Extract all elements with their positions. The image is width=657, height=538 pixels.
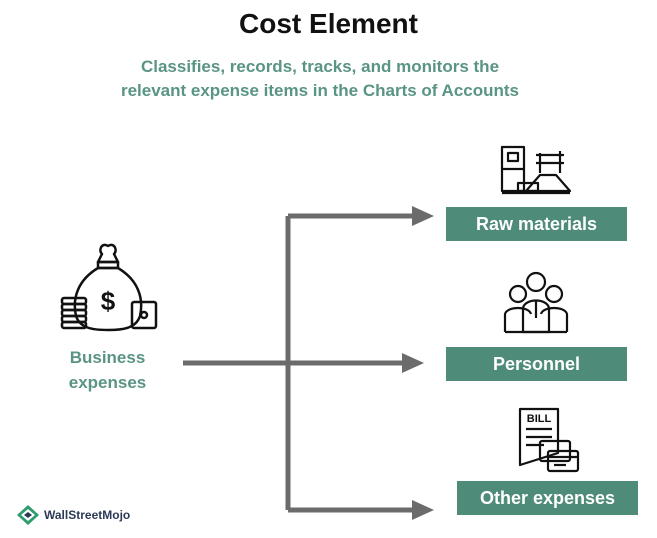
subtitle-line-2: relevant expense items in the Charts of …: [120, 81, 520, 100]
diagram-title: Cost Element: [239, 8, 418, 39]
personnel-box: Personnel: [446, 347, 627, 381]
money-bag-icon: $: [60, 243, 158, 332]
svg-text:BILL: BILL: [527, 413, 552, 425]
brand-name: WallStreetMojo: [44, 508, 131, 522]
brand-logo-icon: [17, 505, 39, 525]
source-label: Business expenses: [40, 345, 175, 395]
bill-icon: BILL: [518, 407, 580, 473]
source-label-line-1: Business: [69, 348, 146, 367]
raw-materials-icon: [500, 145, 572, 195]
other-expenses-box: Other expenses: [457, 481, 638, 515]
svg-text:$: $: [101, 286, 116, 316]
source-label-line-2: expenses: [68, 373, 147, 392]
arrowhead-raw: [412, 206, 434, 226]
arrowhead-personnel: [402, 353, 424, 373]
brand-logo: WallStreetMojo: [16, 504, 130, 526]
raw-materials-box: Raw materials: [446, 207, 627, 241]
diagram-subtitle: Classifies, records, tracks, and monitor…: [90, 55, 550, 103]
personnel-icon: [503, 271, 569, 334]
subtitle-line-1: Classifies, records, tracks, and monitor…: [140, 57, 500, 76]
arrowhead-other: [412, 500, 434, 520]
